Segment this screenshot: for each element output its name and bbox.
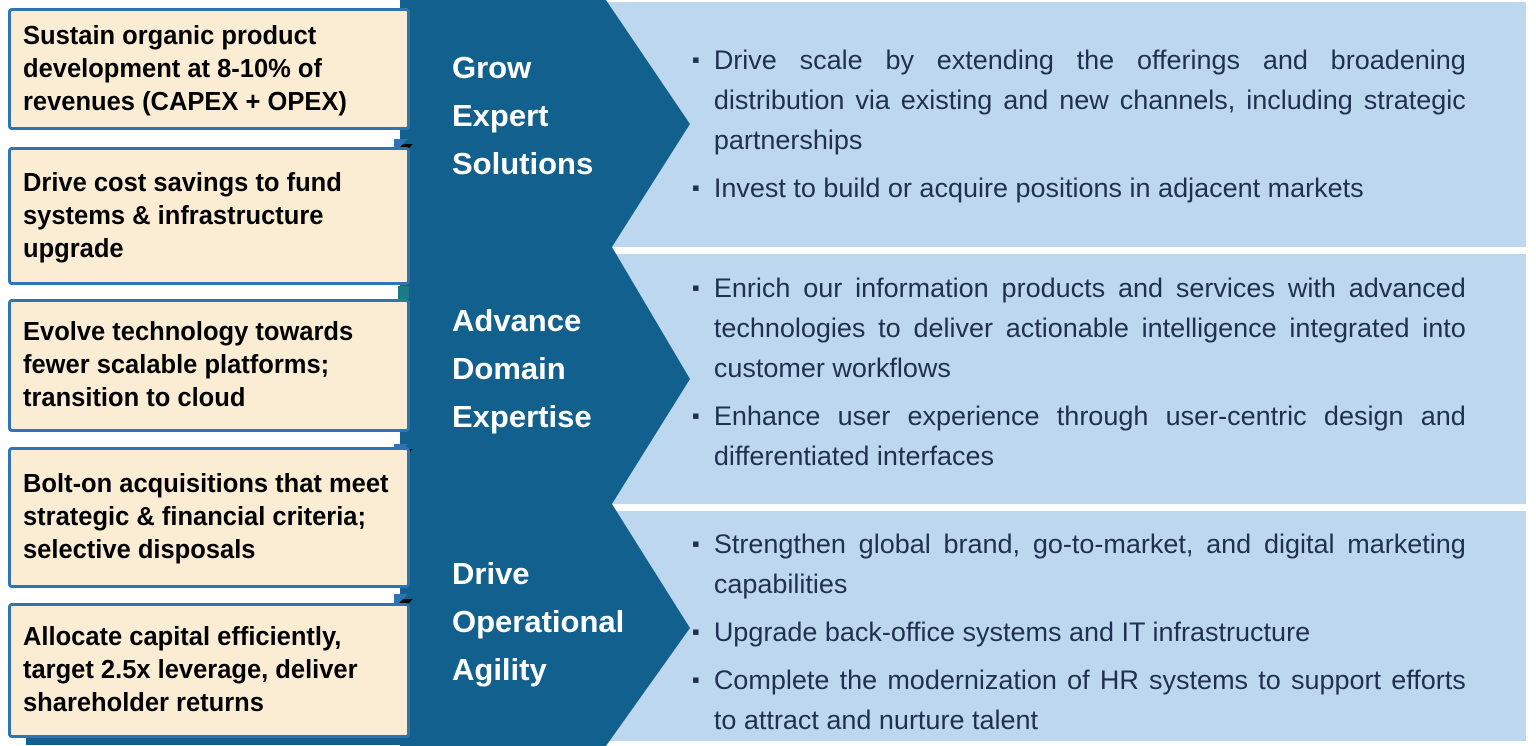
bullet-square-icon: ▪: [692, 275, 700, 300]
section-bullets-drive-operational-agility: ▪ Strengthen global brand, go-to-market,…: [692, 524, 1482, 740]
bullet-square-icon: ▪: [692, 47, 700, 72]
bullet-text: Upgrade back-office systems and IT infra…: [713, 617, 1311, 647]
bullet-text: Invest to build or acquire positions in …: [713, 173, 1364, 203]
left-box-cost-savings: Drive cost savings to fund systems & inf…: [8, 147, 410, 285]
bullet-text: Drive scale by extending the offerings a…: [713, 45, 1466, 155]
section-bullets-grow-expert-solutions: ▪ Drive scale by extending the offerings…: [692, 40, 1482, 208]
left-box-text: Bolt-on acquisitions that meet strategic…: [23, 470, 389, 564]
bullet-item: ▪ Drive scale by extending the offerings…: [692, 40, 1482, 160]
left-box-text: Evolve technology towards fewer scalable…: [23, 318, 354, 412]
bullet-item: ▪ Complete the modernization of HR syste…: [692, 660, 1482, 740]
bullet-item: ▪ Strengthen global brand, go-to-market,…: [692, 524, 1482, 604]
bullet-item: ▪ Enrich our information products and se…: [692, 268, 1482, 388]
left-box-technology: Evolve technology towards fewer scalable…: [8, 299, 410, 432]
bullet-square-icon: ▪: [692, 175, 700, 200]
section-bullets-advance-domain-expertise: ▪ Enrich our information products and se…: [692, 268, 1482, 476]
bullet-item: ▪ Upgrade back-office systems and IT inf…: [692, 612, 1482, 652]
bullet-text: Enrich our information products and serv…: [713, 273, 1466, 383]
section-panel-3: [600, 511, 1526, 741]
left-box-text: Allocate capital efficiently, target 2.5…: [23, 623, 358, 717]
left-box-text: Drive cost savings to fund systems & inf…: [23, 168, 342, 263]
left-box-organic-development: Sustain organic product development at 8…: [8, 8, 410, 130]
teal-accent-icon: [398, 286, 409, 299]
left-box-capital-allocation: Allocate capital efficiently, target 2.5…: [8, 603, 410, 738]
bullet-square-icon: ▪: [692, 619, 700, 644]
bullet-item: ▪ Invest to build or acquire positions i…: [692, 168, 1482, 208]
bullet-text: Enhance user experience through user-cen…: [713, 401, 1466, 471]
bullet-square-icon: ▪: [692, 667, 700, 692]
arrow-label-drive-operational-agility: Drive Operational Agility: [452, 556, 625, 687]
section-panel-2: [600, 254, 1526, 504]
arrow-label-advance-domain-expertise: Advance Domain Expertise: [452, 303, 592, 434]
section-panel-1: [600, 2, 1526, 247]
bullet-square-icon: ▪: [692, 531, 700, 556]
bullet-item: ▪ Enhance user experience through user-c…: [692, 396, 1482, 476]
left-box-acquisitions: Bolt-on acquisitions that meet strategic…: [8, 447, 410, 588]
bottom-accent-bar: [26, 737, 412, 745]
bullet-text: Complete the modernization of HR systems…: [713, 665, 1466, 735]
arrow-label-grow-expert-solutions: Grow Expert Solutions: [452, 50, 594, 181]
left-box-text: Sustain organic product development at 8…: [23, 21, 347, 116]
bullet-square-icon: ▪: [692, 403, 700, 428]
bullet-text: Strengthen global brand, go-to-market, a…: [713, 529, 1466, 599]
